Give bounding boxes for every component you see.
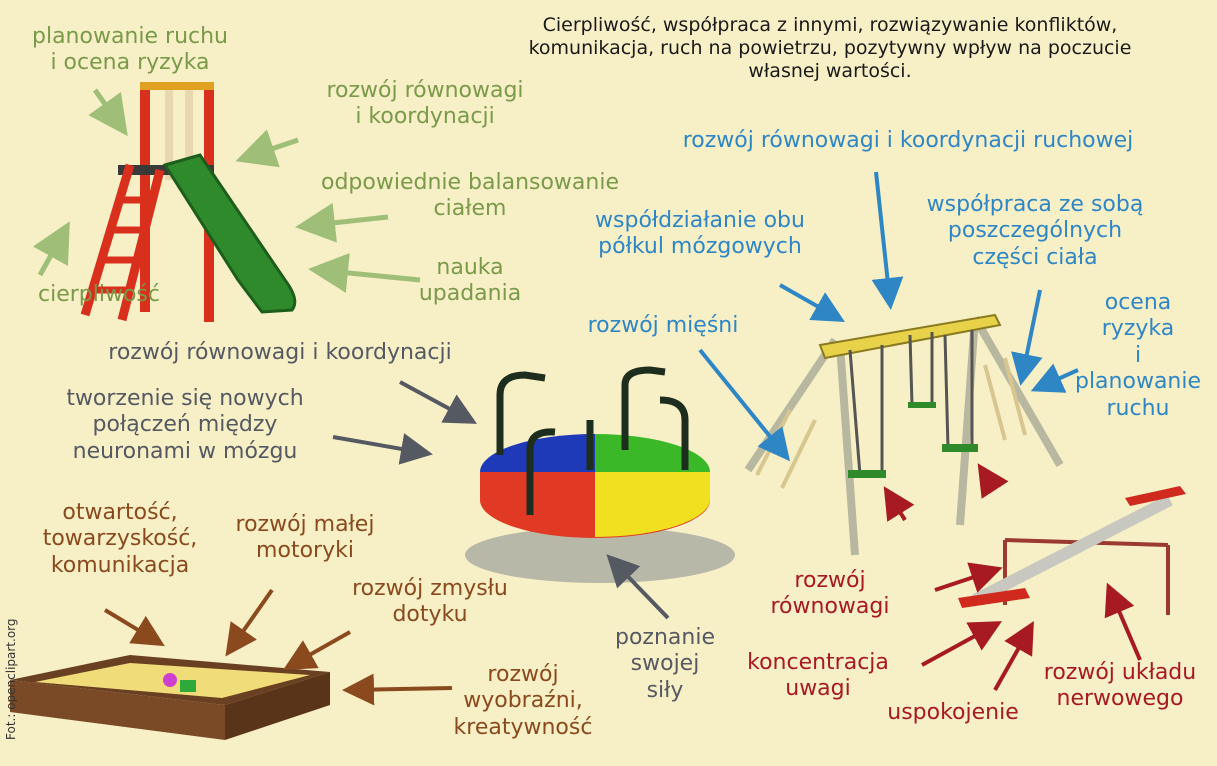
swing-label-body-parts: współpraca ze sobą poszczególnych części… (910, 192, 1160, 271)
label-line: współdziałanie obu (570, 208, 830, 234)
label-line: towarzyskość, (30, 526, 210, 552)
arrow (400, 382, 470, 420)
label-line: upadania (400, 281, 540, 307)
label-line: rozwój układu (1030, 660, 1210, 686)
label-line: rozwój równowagi (295, 78, 555, 104)
arrow (1022, 290, 1040, 378)
header-line: komunikacja, ruch na powietrzu, pozytywn… (440, 37, 1217, 60)
label-line: siły (600, 678, 730, 704)
arrow (922, 625, 995, 665)
swing-label-risk: ocena ryzyka i planowanie ruchu (1068, 290, 1208, 422)
label-line: rozwój małej (215, 512, 395, 538)
label-line: ruchu (1068, 396, 1208, 422)
sandbox-label-imagination: rozwój wyobraźni, kreatywność (428, 662, 618, 741)
label-line: planowanie ruchu (10, 24, 250, 50)
label-line: neuronami w mózgu (40, 439, 330, 465)
header-line: Cierpliwość, współpraca z innymi, rozwią… (440, 14, 1217, 37)
label-line: komunikacja (30, 553, 210, 579)
label-line: cierpliwość (14, 282, 184, 308)
label-line: ocena (1068, 290, 1208, 316)
arrow (780, 285, 838, 318)
label-line: planowanie (1068, 369, 1208, 395)
slide-label-falling: nauka upadania (400, 255, 540, 308)
label-line: rozwój (755, 568, 905, 594)
label-line: współpraca ze sobą (910, 192, 1160, 218)
seesaw-label-concentration: koncentracja uwagi (728, 650, 908, 703)
label-line: odpowiednie balansowanie (290, 170, 650, 196)
label-line: nauka (400, 255, 540, 281)
sandbox-label-touch: rozwój zmysłu dotyku (330, 576, 530, 629)
label-line: rozwój mięśni (568, 313, 758, 339)
label-line: motoryki (215, 538, 395, 564)
slide-label-planning: planowanie ruchu i ocena ryzyka (10, 24, 250, 77)
sandbox-label-motor: rozwój małej motoryki (215, 512, 395, 565)
label-line: poznanie (600, 625, 730, 651)
label-line: rozwój równowagi i koordynacji (70, 340, 490, 366)
sandbox-label-openness: otwartość, towarzyskość, komunikacja (30, 500, 210, 579)
slide-label-patience: cierpliwość (14, 282, 184, 308)
label-line: uspokojenie (868, 700, 1038, 726)
label-line: półkul mózgowych (570, 234, 830, 260)
arrow (333, 437, 425, 453)
label-line: wyobraźni, (428, 688, 618, 714)
header-text: Cierpliwość, współpraca z innymi, rozwią… (440, 14, 1217, 82)
carousel-label-neurons: tworzenie się nowych połączeń między neu… (40, 386, 330, 465)
label-line: i koordynacji (295, 104, 555, 130)
arrow (245, 140, 298, 158)
label-line: rozwój równowagi i koordynacji ruchowej (628, 128, 1188, 154)
swing-label-hemispheres: współdziałanie obu półkul mózgowych (570, 208, 830, 261)
label-line: rozwój zmysłu (330, 576, 530, 602)
arrow (982, 470, 995, 490)
seesaw-illustration (958, 486, 1186, 615)
label-line: swojej (600, 651, 730, 677)
seesaw-label-calming: uspokojenie (868, 700, 1038, 726)
label-line: otwartość, (30, 500, 210, 526)
label-line: dotyku (330, 602, 530, 628)
label-line: ryzyka (1068, 316, 1208, 342)
arrow (1110, 590, 1140, 660)
label-line: kreatywność (428, 715, 618, 741)
slide-label-balance: rozwój równowagi i koordynacji (295, 78, 555, 131)
photo-credit: Fot.: openclipart.org (4, 618, 18, 740)
arrow (995, 628, 1030, 690)
swing-label-muscles: rozwój mięśni (568, 313, 758, 339)
header-line: własnej wartości. (440, 60, 1217, 83)
arrow (95, 90, 122, 128)
label-line: połączeń między (40, 412, 330, 438)
arrow (888, 493, 905, 520)
label-line: uwagi (728, 676, 908, 702)
label-line: i ocena ryzyka (10, 50, 250, 76)
sandbox-illustration (10, 655, 330, 740)
arrow (290, 632, 350, 666)
arrow (700, 350, 785, 455)
carousel-label-coordination: rozwój równowagi i koordynacji (70, 340, 490, 366)
label-line: tworzenie się nowych (40, 386, 330, 412)
label-line: równowagi (755, 594, 905, 620)
arrow (876, 172, 890, 302)
arrow (105, 610, 158, 642)
label-line: części ciała (910, 245, 1160, 271)
carousel-label-strength: poznanie swojej siły (600, 625, 730, 704)
label-line: poszczególnych (910, 218, 1160, 244)
arrow (40, 230, 65, 275)
seesaw-label-nervous-system: rozwój układu nerwowego (1030, 660, 1210, 713)
label-line: i (1068, 343, 1208, 369)
seesaw-label-balance: rozwój równowagi (755, 568, 905, 621)
label-line: koncentracja (728, 650, 908, 676)
label-line: rozwój (428, 662, 618, 688)
carousel-illustration (465, 370, 735, 583)
arrow (230, 590, 272, 650)
arrow (935, 570, 995, 590)
label-line: nerwowego (1030, 686, 1210, 712)
swing-label-coordination: rozwój równowagi i koordynacji ruchowej (628, 128, 1188, 154)
